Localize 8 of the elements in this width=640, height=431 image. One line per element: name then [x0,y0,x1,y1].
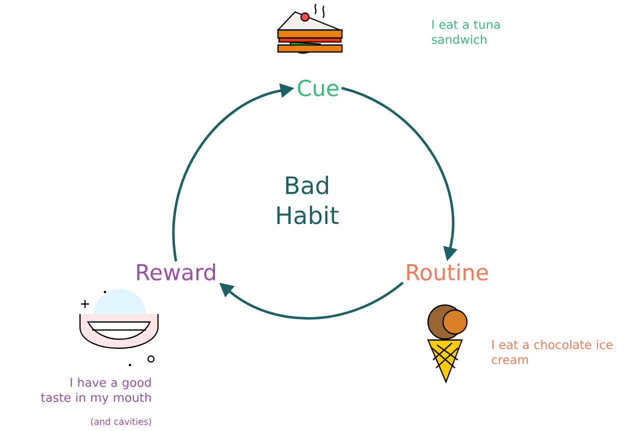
description: I have a good taste in my mouth [41,378,151,404]
center-title: Bad Habit [277,176,338,224]
stage-label: Routine [407,263,488,280]
description: I eat a tuna sandwich [432,20,500,44]
stage-label: Reward [137,263,215,280]
description: (and cavities) [91,418,152,426]
description: I eat a chocolate ice cream [492,340,612,364]
stage-label: Cue [298,80,338,96]
